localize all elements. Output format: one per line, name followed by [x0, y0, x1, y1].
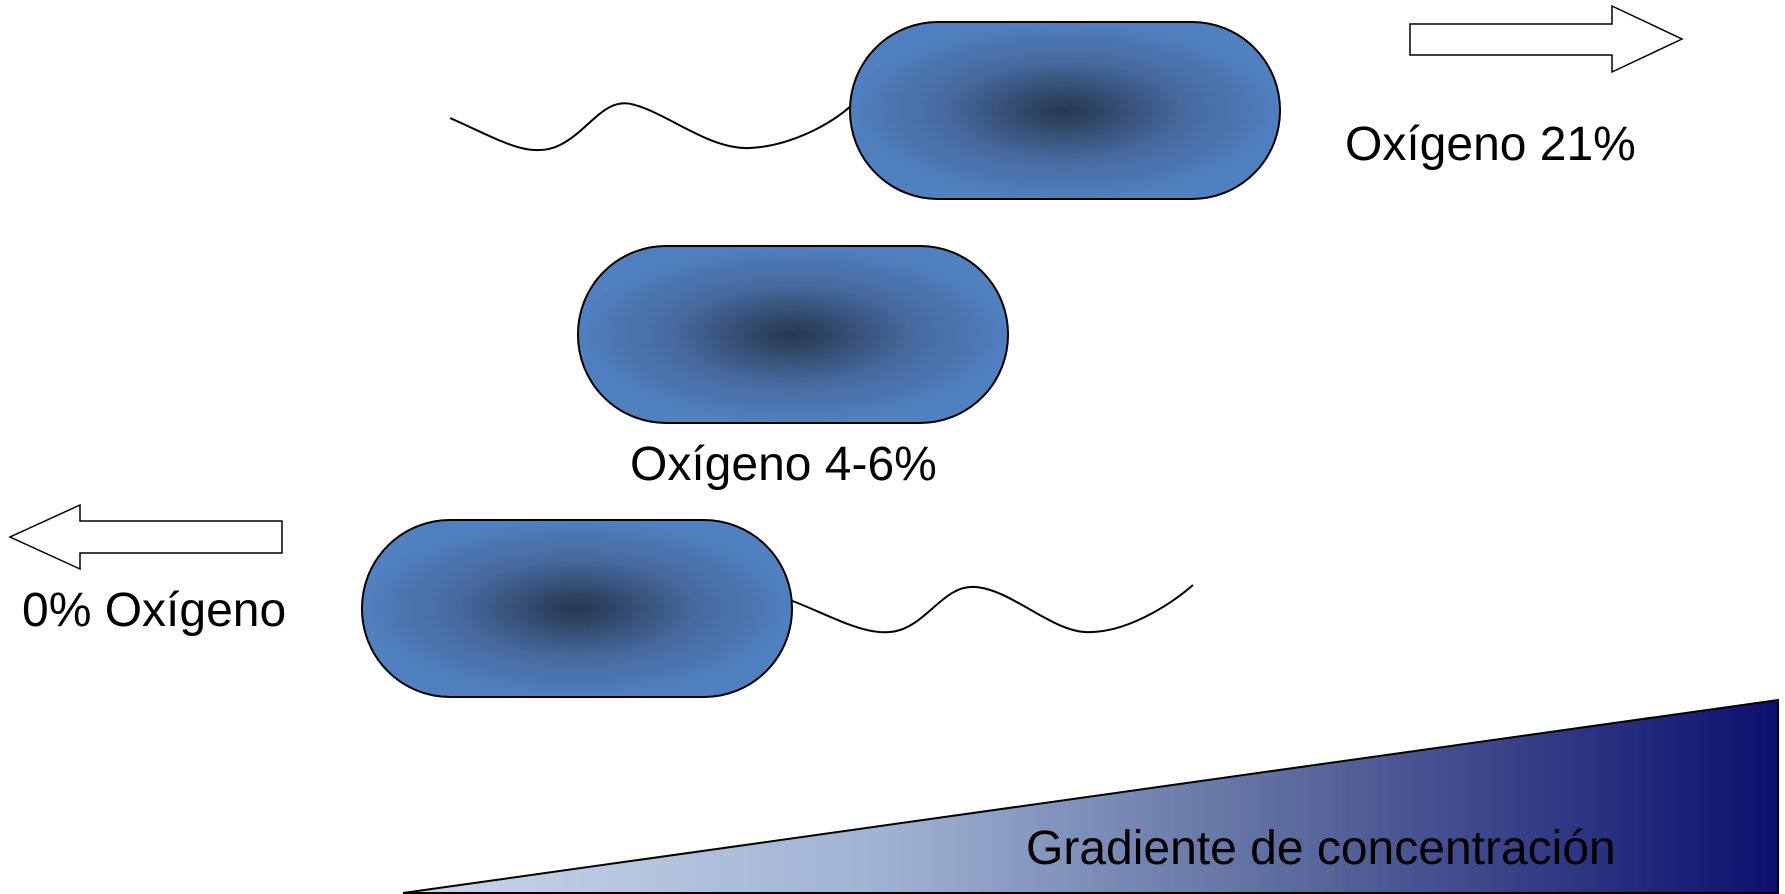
bacterium-icon: [849, 21, 1281, 200]
bacterium-icon: [361, 519, 793, 698]
label-bottom: 0% Oxígeno: [22, 584, 286, 637]
bacterium-icon: [577, 245, 1009, 424]
label-gradient: Gradiente de concentración: [1026, 822, 1616, 875]
arrow-right-icon: [1409, 4, 1684, 74]
flagellum-icon: [449, 102, 853, 152]
arrow-left-icon: [8, 503, 283, 571]
label-middle: Oxígeno 4-6%: [630, 438, 937, 491]
bacterium-bottom: [361, 519, 1194, 698]
bacterium-middle: [577, 245, 1009, 424]
bacterium-top: [449, 21, 1281, 200]
label-top: Oxígeno 21%: [1345, 118, 1636, 171]
flagellum-icon: [789, 584, 1194, 634]
concentration-gradient-wedge: [402, 698, 1779, 894]
